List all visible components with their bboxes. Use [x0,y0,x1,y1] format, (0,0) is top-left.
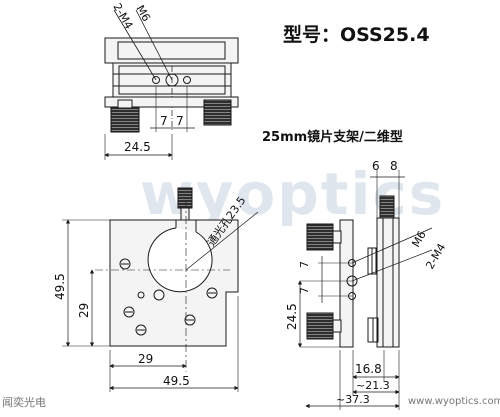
top-view-bottom-plate [104,96,239,108]
side-view-dim-7b: 7 [298,287,311,294]
side-view-dim-7: 7 [298,261,311,268]
front-view-dim-center-width: 29 [138,352,153,366]
top-view-thread-m4: 2-M4 [110,1,135,31]
top-view-dim-7b: 7 [176,114,184,128]
top-view-thread-m6: M6 [133,3,153,24]
top-view-dim-width: 24.5 [124,140,151,154]
side-view-knob-upper [306,223,334,251]
front-view [62,187,259,392]
side-view-dim-height: 24.5 [285,303,299,330]
side-view-thread-m6: M6 [409,229,429,250]
top-view-knob-right [203,99,232,126]
footer-url: www.wyoptics.com [408,396,500,407]
side-view-dim-21-3: ~21.3 [356,379,390,392]
top-view-m4-hole-left [152,76,160,84]
side-view-knob-lower [306,312,334,340]
front-view-screws [119,258,218,336]
front-view-dim-center-height: 29 [77,303,91,318]
top-view-m4-hole-right [183,76,191,84]
front-view-dim-width: 49.5 [163,374,190,388]
side-view-dim-16-8: 16.8 [355,362,382,376]
top-view-dim-7a: 7 [160,114,168,128]
front-view-dim-height: 49.5 [53,273,67,300]
side-view [297,170,433,410]
side-view-thread-m4: 2-M4 [423,241,448,271]
product-subtitle: 25mm镜片支架/二维型 [262,130,403,145]
front-view-top-knob [177,187,193,209]
side-view-dim-37-3: ~37.3 [336,393,370,406]
model-title: 型号：OSS25.4 [283,24,430,46]
top-view-knob-left [110,106,140,133]
top-view-top-insert [117,41,226,60]
side-view-top-knob [379,195,395,219]
side-view-dim-top-a: 6 [372,159,380,173]
footer-brand: 闻奕光电 [2,396,46,409]
side-view-back-plate [339,219,354,348]
front-view-aperture [147,227,213,293]
side-view-dim-top-b: 8 [390,159,398,173]
side-view-front-plate [376,217,400,348]
top-view [104,9,239,160]
